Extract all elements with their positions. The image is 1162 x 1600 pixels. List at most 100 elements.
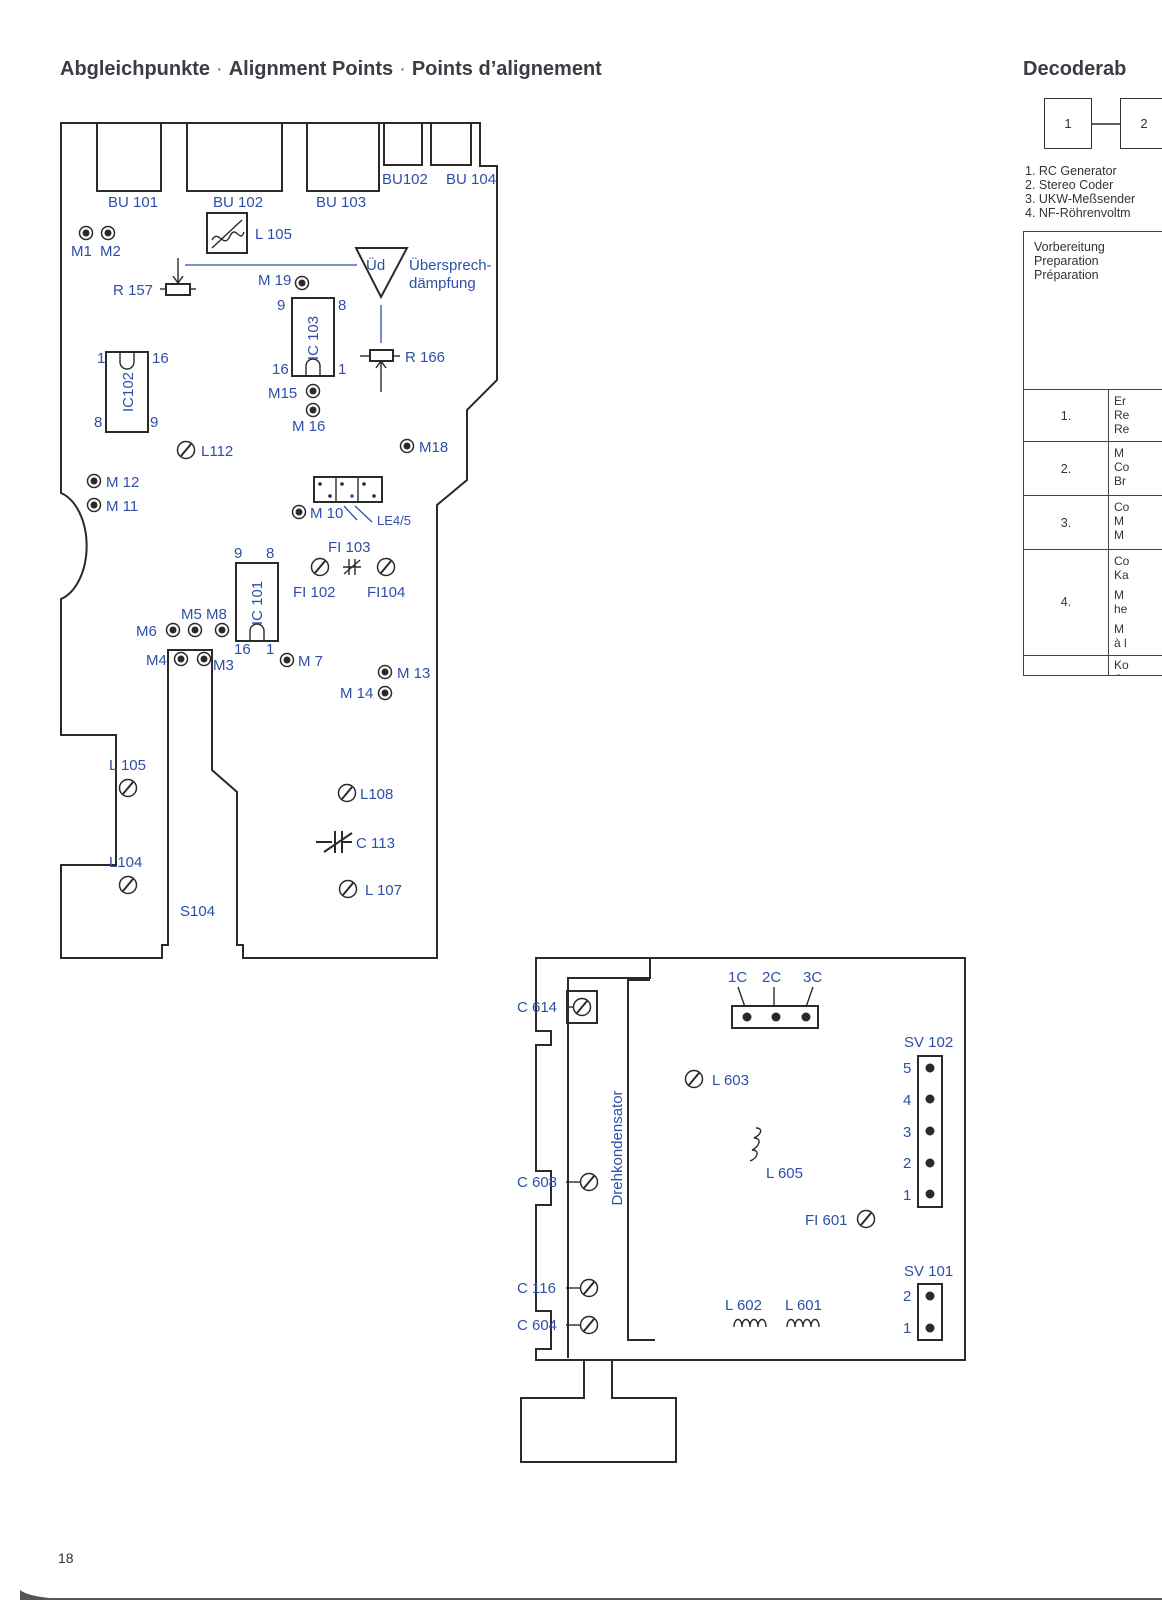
resistor-r166 — [369, 349, 394, 362]
ic101-body — [235, 562, 279, 642]
filter-fi103-symbol — [343, 559, 361, 575]
shaft-tab — [520, 1360, 677, 1463]
title-english: Alignment Points — [228, 58, 394, 80]
row-number: 1. — [1060, 409, 1072, 423]
sv101-pin-1: 1 — [903, 1320, 911, 1337]
label-bu103: BU 103 — [316, 194, 366, 211]
label-fi102: FI 102 — [293, 584, 336, 601]
table-row: 4. Co Ka M he M à l — [1024, 549, 1162, 656]
rotary-cap-section — [567, 958, 651, 1358]
adjust-l112 — [176, 440, 196, 460]
pin-ic103-16: 16 — [272, 361, 289, 378]
table-row: 1. Er Re Re — [1024, 389, 1162, 442]
pin-ic101-8: 8 — [266, 545, 274, 562]
label-m12: M 12 — [106, 474, 139, 491]
label-m15: M15 — [268, 385, 297, 402]
sv102-pin-2: 2 — [903, 1155, 911, 1172]
label-ic103: IC 103 — [305, 316, 322, 360]
socket-bu104 — [430, 122, 472, 166]
test-point-m3 — [196, 651, 212, 667]
adjust-l603 — [684, 1069, 704, 1089]
pin-ic102-8: 8 — [94, 414, 102, 431]
row-cell: Co — [1114, 554, 1130, 568]
m10-pointer — [343, 505, 358, 521]
row-cell: Re — [1114, 422, 1130, 436]
label-l105-lower: L 105 — [109, 757, 146, 774]
pin-ic102-1: 1 — [97, 350, 105, 367]
test-point-m7 — [279, 652, 295, 668]
sv101-pin-2: 2 — [903, 1288, 911, 1305]
test-point-m6 — [165, 622, 181, 638]
adjust-c608 — [579, 1172, 599, 1192]
adjust-l107 — [338, 879, 358, 899]
row-cell: Re — [1114, 408, 1130, 422]
board2-outline — [535, 957, 966, 1361]
sv102-pin-5: 5 — [903, 1060, 911, 1077]
label-bu102: BU 102 — [213, 194, 263, 211]
label-m3: M3 — [213, 657, 234, 674]
pin-ic102-16: 16 — [152, 350, 169, 367]
label-ic101: IC 101 — [249, 581, 266, 625]
connector-sv101 — [917, 1283, 943, 1341]
pin-ic103-9: 9 — [277, 297, 285, 314]
label-ic102: IC102 — [120, 372, 137, 412]
block-2-label: 2 — [1140, 116, 1148, 131]
test-point-m16 — [305, 402, 321, 418]
row-cell: M — [1114, 588, 1124, 602]
pin-ic103-1: 1 — [338, 361, 346, 378]
label-m11: M 11 — [106, 498, 138, 515]
label-l601: L 601 — [785, 1297, 822, 1314]
procedure-table: Vorbereitung Preparation Préparation 1. … — [1023, 231, 1162, 676]
row-cell: M — [1114, 622, 1124, 636]
block-1: 1 — [1044, 98, 1092, 149]
table-row: 5. Ko Co Co — [1024, 655, 1162, 675]
label-m2: M2 — [100, 243, 121, 260]
label-contact-3c: 3C — [803, 969, 822, 986]
page-edge-shadow — [20, 1590, 1162, 1600]
sv102-pin-1: 1 — [903, 1187, 911, 1204]
label-l107: L 107 — [365, 882, 402, 899]
label-s104: S104 — [180, 903, 215, 920]
prep-de: Vorbereitung — [1034, 240, 1105, 254]
sv102-pin-4: 4 — [903, 1092, 911, 1109]
test-point-m10 — [291, 504, 307, 520]
row-number: 5. — [1024, 674, 1108, 675]
prep-en: Preparation — [1034, 254, 1099, 268]
prep-fr: Préparation — [1034, 268, 1099, 282]
pin-ic101-16: 16 — [234, 641, 251, 658]
row-cell: Co — [1114, 460, 1130, 474]
page-title: Abgleichpunkte·Alignment Points·Points d… — [60, 58, 602, 81]
contact-3c-pointer — [805, 986, 814, 1008]
label-contact-2c: 2C — [762, 969, 781, 986]
test-point-m11 — [86, 497, 102, 513]
test-point-m4 — [173, 651, 189, 667]
equipment-item: 4. NF-Röhrenvoltm — [1025, 206, 1131, 220]
test-point-m18 — [399, 438, 415, 454]
table-row: 3. Co M M — [1024, 495, 1162, 550]
row-cell: Br — [1114, 474, 1126, 488]
pin-ic101-1: 1 — [266, 641, 274, 658]
row-cell: M — [1114, 514, 1124, 528]
label-r166: R 166 — [405, 349, 445, 366]
board1-outline — [60, 122, 498, 959]
row-cell: à l — [1114, 636, 1127, 650]
socket-bu102 — [186, 122, 283, 192]
label-bu104: BU 104 — [446, 171, 496, 188]
label-l108: L108 — [360, 786, 393, 803]
coil-l602-symbol — [733, 1318, 767, 1328]
ic103-body — [291, 297, 335, 377]
row-number: 3. — [1060, 516, 1072, 530]
row-cell: Co — [1114, 672, 1129, 675]
label-l602: L 602 — [725, 1297, 762, 1314]
adjust-fi102 — [310, 557, 330, 577]
resistor-r157 — [165, 283, 191, 296]
adjust-fi601 — [856, 1209, 876, 1229]
label-m8: M8 — [206, 606, 227, 623]
label-m5: M5 — [181, 606, 202, 623]
test-point-m15 — [305, 383, 321, 399]
label-m19: M 19 — [258, 272, 291, 289]
pin-ic101-9: 9 — [234, 545, 242, 562]
block-2: 2 — [1120, 98, 1162, 149]
label-m1: M1 — [71, 243, 92, 260]
label-c614: C 614 — [517, 999, 557, 1016]
